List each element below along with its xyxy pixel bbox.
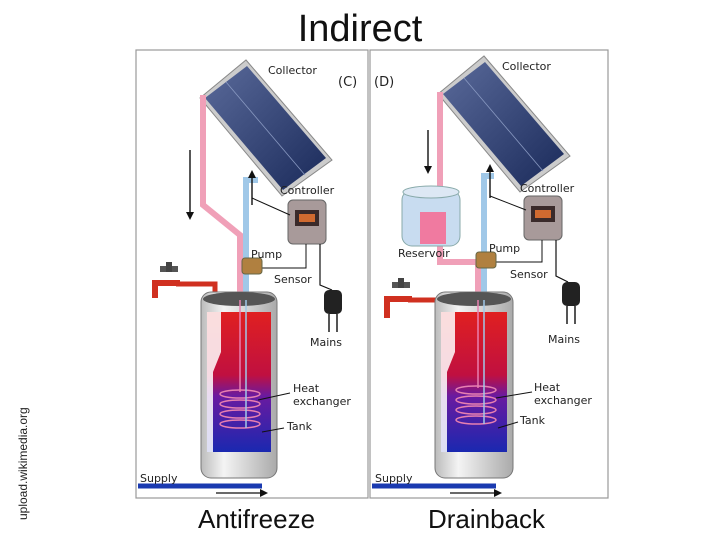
hot-pipe — [200, 95, 243, 300]
label-tag-c: (C) — [338, 75, 357, 90]
label-tag-d: (D) — [374, 75, 394, 90]
source-credit: upload.wikimedia.org — [16, 407, 30, 520]
slide-title: Indirect — [297, 8, 423, 50]
pump-icon — [241, 257, 263, 275]
label-controller: Controller — [520, 182, 575, 195]
caption-antifreeze: Antifreeze — [198, 504, 316, 534]
controller-box — [287, 199, 327, 245]
label-supply: Supply — [140, 472, 178, 485]
collector-panel — [437, 55, 571, 193]
caption-drainback: Drainback — [428, 504, 546, 534]
label-pump: Pump — [489, 242, 520, 255]
label-reservoir: Reservoir — [398, 247, 450, 260]
label-heat: Heat — [293, 382, 320, 395]
reservoir-tank — [401, 185, 461, 247]
diagram-antifreeze: Collector (C) Controller Pump Sensor Mai… — [135, 49, 369, 499]
label-supply: Supply — [375, 472, 413, 485]
label-sensor: Sensor — [274, 273, 312, 286]
label-exchanger: exchanger — [293, 395, 351, 408]
label-heat: Heat — [534, 381, 561, 394]
label-mains: Mains — [310, 336, 342, 349]
collector-panel — [199, 59, 333, 197]
pump-icon — [475, 251, 497, 269]
faucet-icon — [152, 262, 180, 298]
label-pump: Pump — [251, 248, 282, 261]
controller-box — [523, 195, 563, 241]
diagram-drainback: (D) Collector Controller Reservoir Pump … — [369, 49, 609, 499]
label-collector: Collector — [502, 60, 551, 73]
storage-tank — [200, 291, 278, 479]
mains-plug-icon — [562, 282, 580, 324]
label-collector: Collector — [268, 64, 317, 77]
label-tank: Tank — [519, 414, 546, 427]
label-mains: Mains — [548, 333, 580, 346]
label-tank: Tank — [286, 420, 313, 433]
mains-plug-icon — [324, 290, 342, 332]
label-sensor: Sensor — [510, 268, 548, 281]
label-exchanger: exchanger — [534, 394, 592, 407]
heat-exchanger-coil — [455, 385, 497, 425]
faucet-icon — [384, 278, 412, 318]
storage-tank — [434, 291, 514, 479]
label-controller: Controller — [280, 184, 335, 197]
